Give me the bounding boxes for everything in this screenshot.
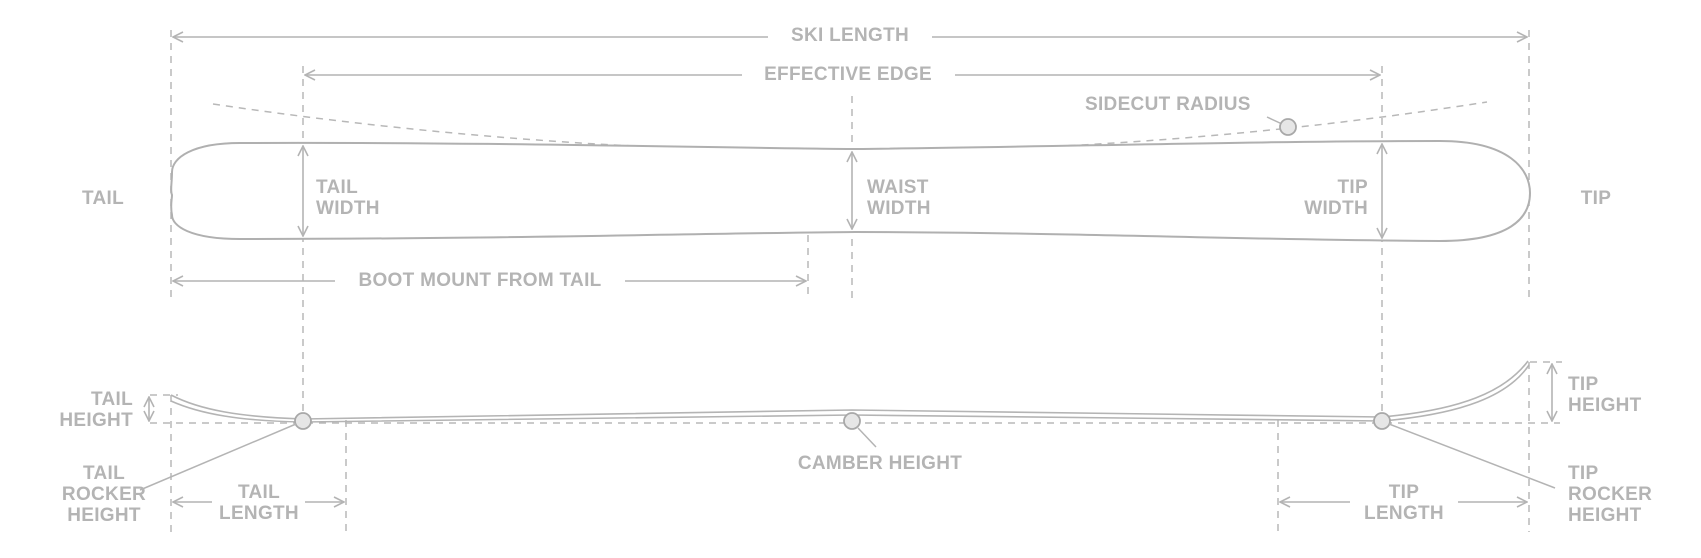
sidecut-radius-callout: SIDECUT RADIUS <box>1085 94 1297 136</box>
effective-edge-label: EFFECTIVE EDGE <box>764 64 932 85</box>
sidecut-radius-label: SIDECUT RADIUS <box>1085 94 1251 115</box>
tail-width-dimension: TAIL WIDTH <box>303 146 380 236</box>
tail-height-label-line2: HEIGHT <box>59 410 133 431</box>
tail-rocker-marker <box>294 412 312 430</box>
boot-mount-dimension: BOOT MOUNT FROM TAIL <box>173 270 806 291</box>
tip-height-dimension: TIP HEIGHT <box>1552 364 1642 421</box>
waist-width-label-line2: WIDTH <box>867 198 931 219</box>
tip-rocker-label-line3: HEIGHT <box>1568 505 1642 526</box>
tip-height-label-line1: TIP <box>1568 374 1598 395</box>
tail-width-label-line1: TAIL <box>316 177 358 198</box>
reference-lines-side <box>150 361 1562 532</box>
tail-rocker-label-line1: TAIL <box>83 463 125 484</box>
tail-width-label-line2: WIDTH <box>316 198 380 219</box>
tip-label: TIP <box>1581 188 1611 209</box>
tip-rocker-height-callout: TIP ROCKER HEIGHT <box>1388 423 1652 526</box>
tip-length-label-line1: TIP <box>1389 482 1419 503</box>
waist-width-label-line1: WAIST <box>867 177 929 198</box>
tail-height-dimension: TAIL HEIGHT <box>59 389 149 431</box>
tail-label: TAIL <box>82 188 124 209</box>
tip-rocker-marker <box>1373 412 1391 430</box>
tip-rocker-label-line1: TIP <box>1568 463 1598 484</box>
reference-lines-top <box>170 30 1530 420</box>
ski-length-dimension: SKI LENGTH <box>173 25 1527 46</box>
tip-width-label-line2: WIDTH <box>1304 198 1368 219</box>
waist-width-dimension: WAIST WIDTH <box>852 152 931 229</box>
ski-top-outline <box>170 139 1532 243</box>
tip-rocker-label-line2: ROCKER <box>1568 484 1652 505</box>
tail-rocker-label-line3: HEIGHT <box>67 505 141 526</box>
tail-height-label-line1: TAIL <box>91 389 133 410</box>
tip-length-dimension: TIP LENGTH <box>1280 482 1527 524</box>
tail-length-label-line2: LENGTH <box>219 503 299 524</box>
tail-rocker-height-callout: TAIL ROCKER HEIGHT <box>62 423 297 526</box>
camber-height-label: CAMBER HEIGHT <box>798 453 962 474</box>
ski-length-label: SKI LENGTH <box>791 25 909 46</box>
effective-edge-dimension: EFFECTIVE EDGE <box>305 64 1380 85</box>
camber-height-callout: CAMBER HEIGHT <box>798 427 962 474</box>
tip-length-label-line2: LENGTH <box>1364 503 1444 524</box>
camber-height-marker <box>843 412 861 430</box>
tip-width-dimension: TIP WIDTH <box>1304 144 1382 238</box>
tail-length-dimension: TAIL LENGTH <box>173 482 344 524</box>
sidecut-radius-marker <box>1279 118 1297 136</box>
tip-width-label-line1: TIP <box>1338 177 1368 198</box>
boot-mount-label: BOOT MOUNT FROM TAIL <box>358 270 601 291</box>
tail-length-label-line1: TAIL <box>238 482 280 503</box>
tail-rocker-label-line2: ROCKER <box>62 484 146 505</box>
tip-height-label-line2: HEIGHT <box>1568 395 1642 416</box>
